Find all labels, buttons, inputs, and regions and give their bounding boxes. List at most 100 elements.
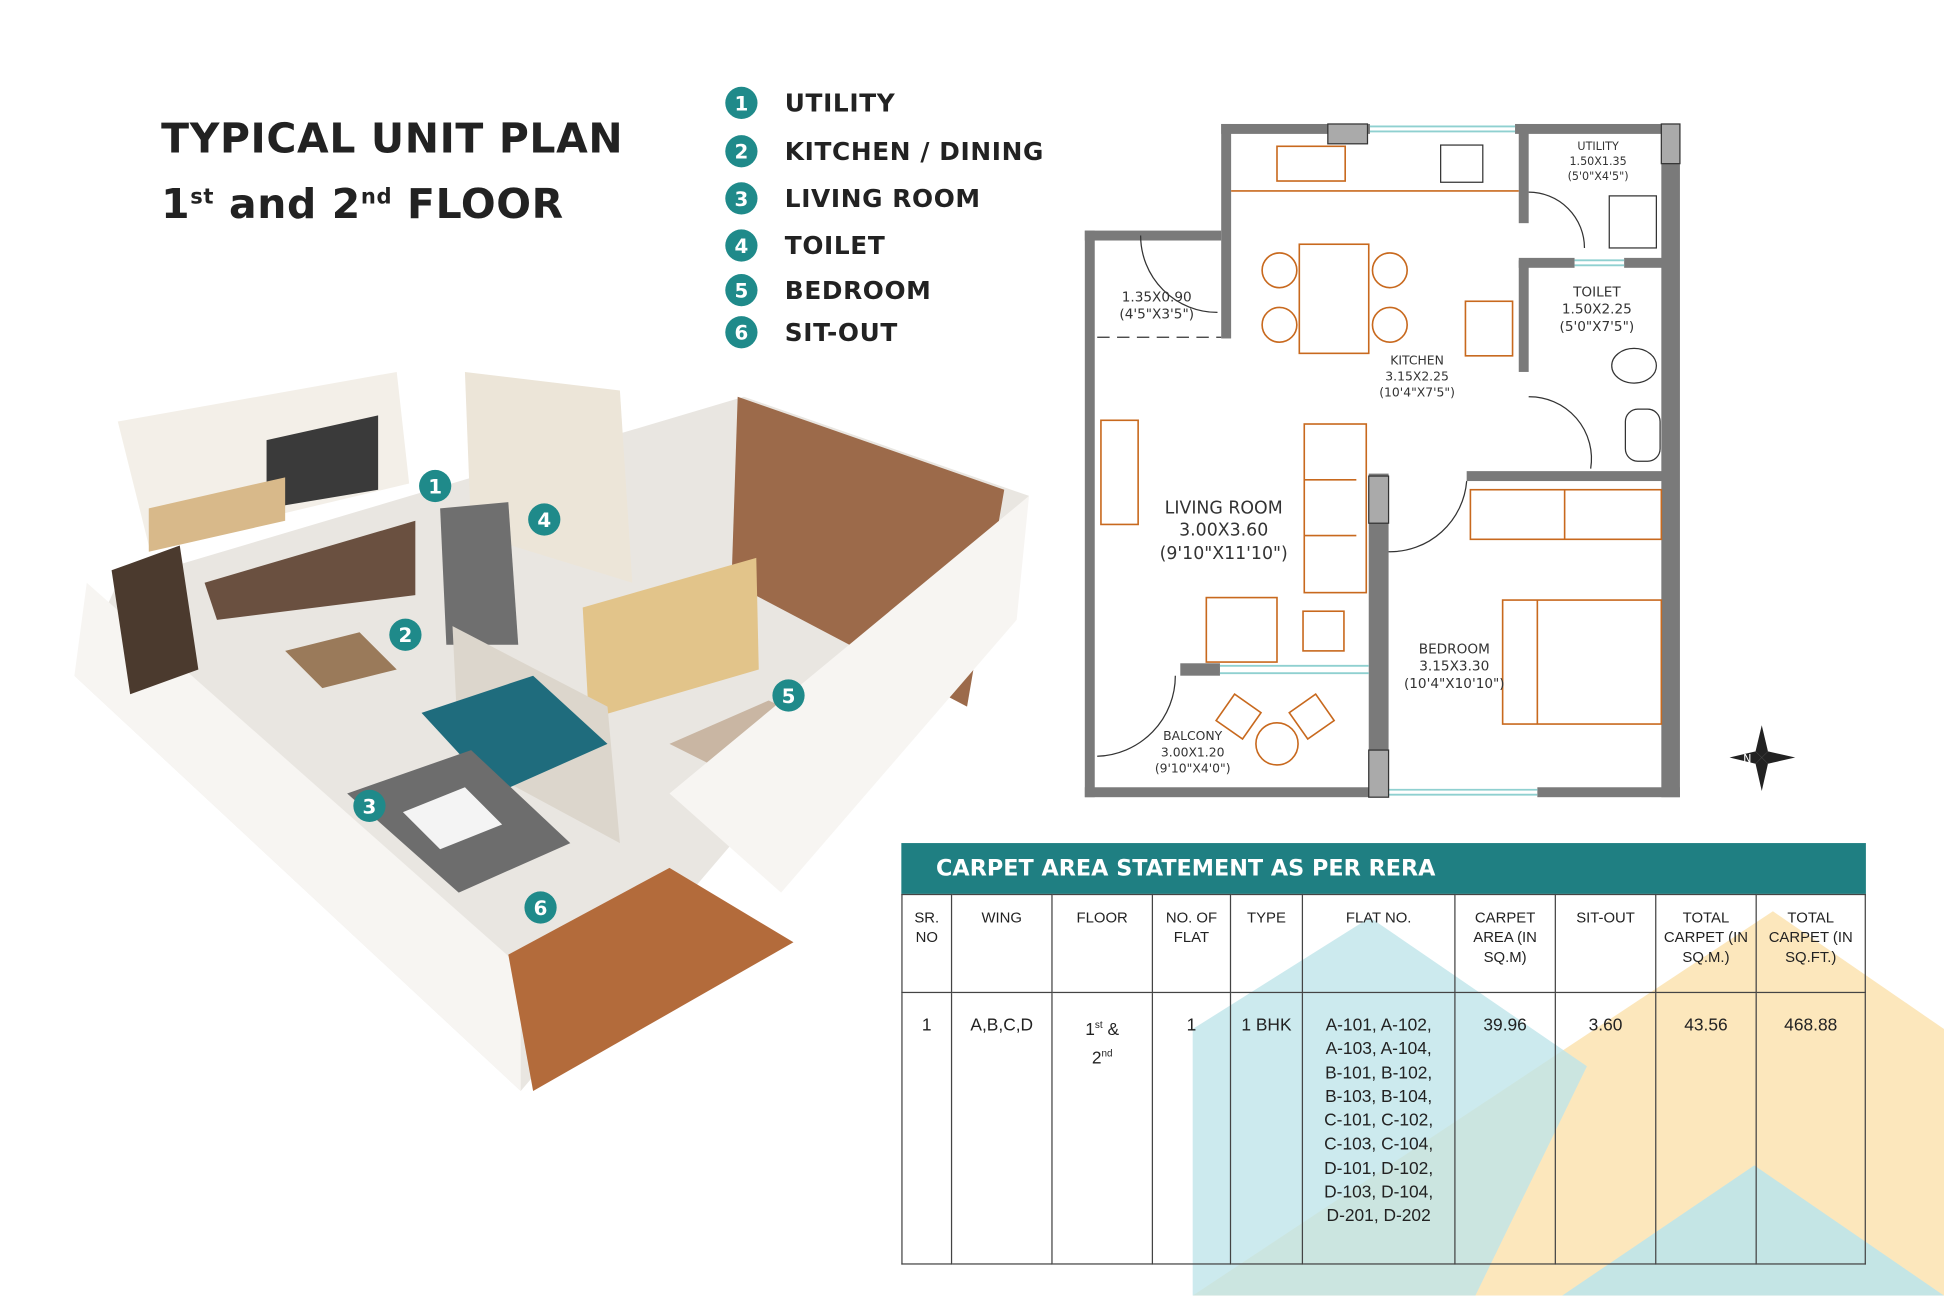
- coffee-table: [402, 787, 503, 850]
- number-badge: 2: [725, 135, 758, 168]
- front-wall-right: [669, 495, 1030, 893]
- floor-second: 2: [1091, 1047, 1102, 1067]
- foyer-imp: (4'5"X3'5"): [1119, 307, 1194, 323]
- cell-no-of-flat: 1: [1151, 991, 1232, 1265]
- legend-item: 5 BEDROOM: [725, 273, 932, 307]
- utility-dim: 1.50X1.35: [1569, 155, 1626, 168]
- sanitary-fixtures: [1440, 144, 1661, 462]
- page-title: TYPICAL UNIT PLAN: [161, 114, 624, 163]
- toilet-name: TOILET: [1572, 284, 1621, 300]
- sup-st: st: [190, 184, 215, 210]
- legend-item: 6 SIT-OUT: [725, 316, 898, 349]
- legend-label: UTILITY: [784, 88, 896, 118]
- render-badge-sitout: 6: [524, 891, 557, 924]
- col-carpet-area: CARPET AREA (IN SQ.M): [1454, 893, 1556, 994]
- utility-name: UTILITY: [1577, 140, 1619, 153]
- col-floor: FLOOR: [1051, 893, 1154, 994]
- legend-label: SIT-OUT: [784, 317, 898, 348]
- walls: [1084, 123, 1680, 798]
- legend-item: 4 TOILET: [725, 229, 886, 262]
- balcony-dim: 3.00X1.20: [1161, 744, 1225, 759]
- legend-label: BEDROOM: [784, 275, 932, 305]
- kitchen-cabinets: [148, 477, 286, 552]
- number-badge: 1: [725, 86, 758, 120]
- table-heading: CARPET AREA STATEMENT AS PER RERA: [901, 843, 1866, 894]
- bedroom-imp: (10'4"X10'10"): [1404, 676, 1505, 692]
- flat-no-line: B-101, B-102,: [1325, 1062, 1433, 1082]
- col-flat-no: FLAT NO.: [1301, 893, 1456, 994]
- flat-no-line: D-201, D-202: [1326, 1205, 1431, 1226]
- furniture: [1100, 145, 1663, 766]
- legend-item: 1 UTILITY: [725, 86, 896, 120]
- front-wall-left: [74, 582, 521, 1092]
- number-badge: 5: [725, 273, 758, 307]
- sup-st: st: [1094, 1019, 1103, 1031]
- cell-type: 1 BHK: [1229, 991, 1304, 1265]
- sup-nd: nd: [360, 184, 393, 210]
- cell-floor: 1st &2nd: [1051, 991, 1154, 1265]
- kitchen-dim: 3.15X2.25: [1385, 369, 1449, 384]
- compass-icon: N: [1729, 725, 1796, 791]
- col-sit-out: SIT-OUT: [1554, 893, 1657, 994]
- cell-flat-nos: A-101, A-102, A-103, A-104, B-101, B-102…: [1301, 991, 1456, 1265]
- sitout-deck: [508, 867, 794, 1092]
- toilet-imp: (5'0"X7'5"): [1560, 319, 1635, 335]
- table-header-row: SR. NO WING FLOOR NO. OF FLAT TYPE FLAT …: [901, 893, 1866, 994]
- carpet-area-table: CARPET AREA STATEMENT AS PER RERA SR. NO…: [901, 843, 1866, 1265]
- front-door: [111, 545, 199, 695]
- flat-no-line: D-103, D-104,: [1324, 1181, 1434, 1202]
- number-badge: 6: [725, 316, 758, 349]
- windows: [1219, 125, 1625, 796]
- kitchen-name: KITCHEN: [1390, 353, 1444, 368]
- render-badge-living: 3: [353, 789, 386, 822]
- render-badge-utility: 1: [419, 469, 452, 503]
- flat-no-line: D-101, D-102,: [1324, 1157, 1434, 1178]
- kitchen-imp: (10'4"X7'5"): [1379, 385, 1455, 400]
- cell-carpet-area: 39.96: [1454, 991, 1556, 1265]
- number-badge: 3: [725, 182, 758, 215]
- kitchen-window: [266, 415, 379, 509]
- number-badge: 4: [725, 229, 758, 262]
- cell-sr: 1: [901, 991, 953, 1265]
- flat-no-line: A-101, A-102,: [1325, 1014, 1432, 1034]
- foyer-dim: 1.35X0.90: [1122, 289, 1192, 305]
- flat-no-line: C-101, C-102,: [1324, 1109, 1434, 1130]
- floor-word: FLOOR: [392, 179, 564, 229]
- fridge: [440, 502, 519, 645]
- cell-total-sqm: 43.56: [1655, 991, 1757, 1265]
- flat-no-line: A-103, A-104,: [1325, 1038, 1432, 1058]
- col-total-sqft: TOTAL CARPET (IN SQ.FT.): [1755, 893, 1866, 994]
- sofa: [421, 675, 608, 794]
- render-badge-toilet: 4: [528, 503, 561, 536]
- living-imp: (9'10"X11'10"): [1160, 544, 1288, 564]
- living-name: LIVING ROOM: [1165, 498, 1283, 518]
- table-row: 1 A,B,C,D 1st &2nd 1 1 BHK A-101, A-102,…: [901, 991, 1866, 1265]
- cell-wing: A,B,C,D: [950, 991, 1053, 1265]
- cell-total-sqft: 468.88: [1755, 991, 1866, 1265]
- render-badge-bedroom: 5: [772, 679, 805, 712]
- room-labels: 1.35X0.90 (4'5"X3'5") UTILITY 1.50X1.35 …: [1119, 140, 1634, 775]
- col-no-of-flat: NO. OF FLAT: [1151, 893, 1232, 994]
- col-wing: WING: [950, 893, 1053, 994]
- flat-no-line: C-103, C-104,: [1324, 1133, 1434, 1154]
- floor-2: and 2: [214, 179, 361, 229]
- cell-sit-out: 3.60: [1554, 991, 1657, 1265]
- floor-1: 1: [161, 179, 191, 229]
- page-subtitle: 1st and 2nd FLOOR: [161, 180, 564, 228]
- render-badge-kitchen: 2: [389, 618, 422, 651]
- utility-imp: (5'0"X4'5"): [1568, 170, 1629, 183]
- doors: [1097, 123, 1681, 798]
- sup-nd: nd: [1101, 1047, 1113, 1059]
- legend-label: TOILET: [784, 230, 886, 261]
- floor-first: 1: [1085, 1018, 1095, 1039]
- floor-amp: &: [1102, 1018, 1120, 1039]
- bedroom-name: BEDROOM: [1419, 641, 1490, 657]
- dining-table: [285, 632, 397, 689]
- rera-table: SR. NO WING FLOOR NO. OF FLAT TYPE FLAT …: [901, 893, 1866, 1265]
- balcony-name: BALCONY: [1163, 728, 1222, 743]
- bedroom-dim: 3.15X3.30: [1419, 659, 1489, 675]
